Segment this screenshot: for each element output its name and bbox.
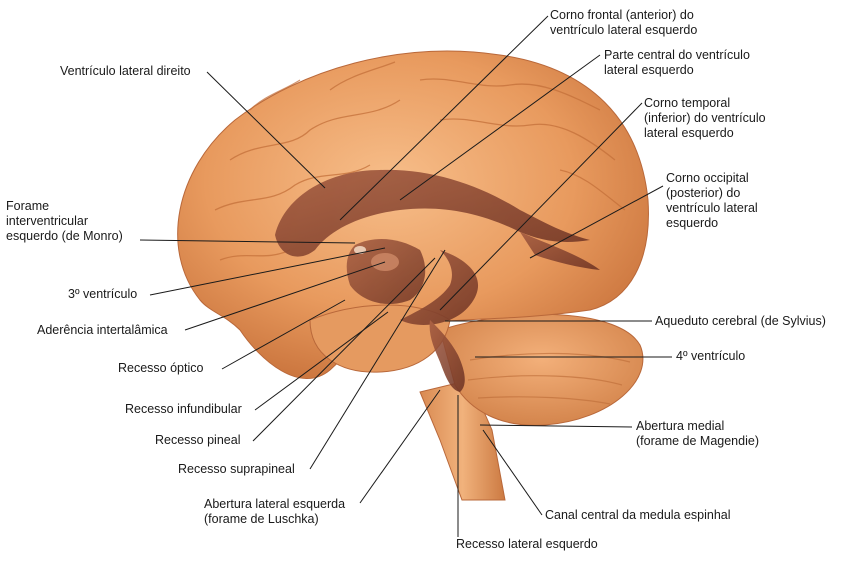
label-corno-occipital: Corno occipital (posterior) do ventrícul…: [666, 171, 758, 231]
label-recesso-lateral: Recesso lateral esquerdo: [456, 537, 598, 552]
label-recesso-infundibular: Recesso infundibular: [125, 402, 242, 417]
leader-abertura-lateral: [360, 390, 440, 503]
label-aqueduto-cerebral: Aqueduto cerebral (de Sylvius): [655, 314, 826, 329]
label-recesso-optico: Recesso óptico: [118, 361, 203, 376]
label-recesso-pineal: Recesso pineal: [155, 433, 240, 448]
leader-abertura-medial: [480, 425, 632, 427]
label-aderencia-intertalamica: Aderência intertalâmica: [37, 323, 168, 338]
label-abertura-lateral: Abertura lateral esquerda (forame de Lus…: [204, 497, 345, 527]
label-terceiro-ventriculo: 3º ventrículo: [68, 287, 137, 302]
label-quarto-ventriculo: 4º ventrículo: [676, 349, 745, 364]
label-forame-interventricular: Forame interventricular esquerdo (de Mon…: [6, 199, 123, 244]
label-abertura-medial: Abertura medial (forame de Magendie): [636, 419, 759, 449]
label-ventriculo-lateral-direito: Ventrículo lateral direito: [60, 64, 191, 79]
label-corno-frontal: Corno frontal (anterior) do ventrículo l…: [550, 8, 697, 38]
label-canal-central: Canal central da medula espinhal: [545, 508, 731, 523]
label-recesso-suprapineal: Recesso suprapineal: [178, 462, 295, 477]
label-corno-temporal: Corno temporal (inferior) do ventrículo …: [644, 96, 766, 141]
label-parte-central: Parte central do ventrículo lateral esqu…: [604, 48, 750, 78]
